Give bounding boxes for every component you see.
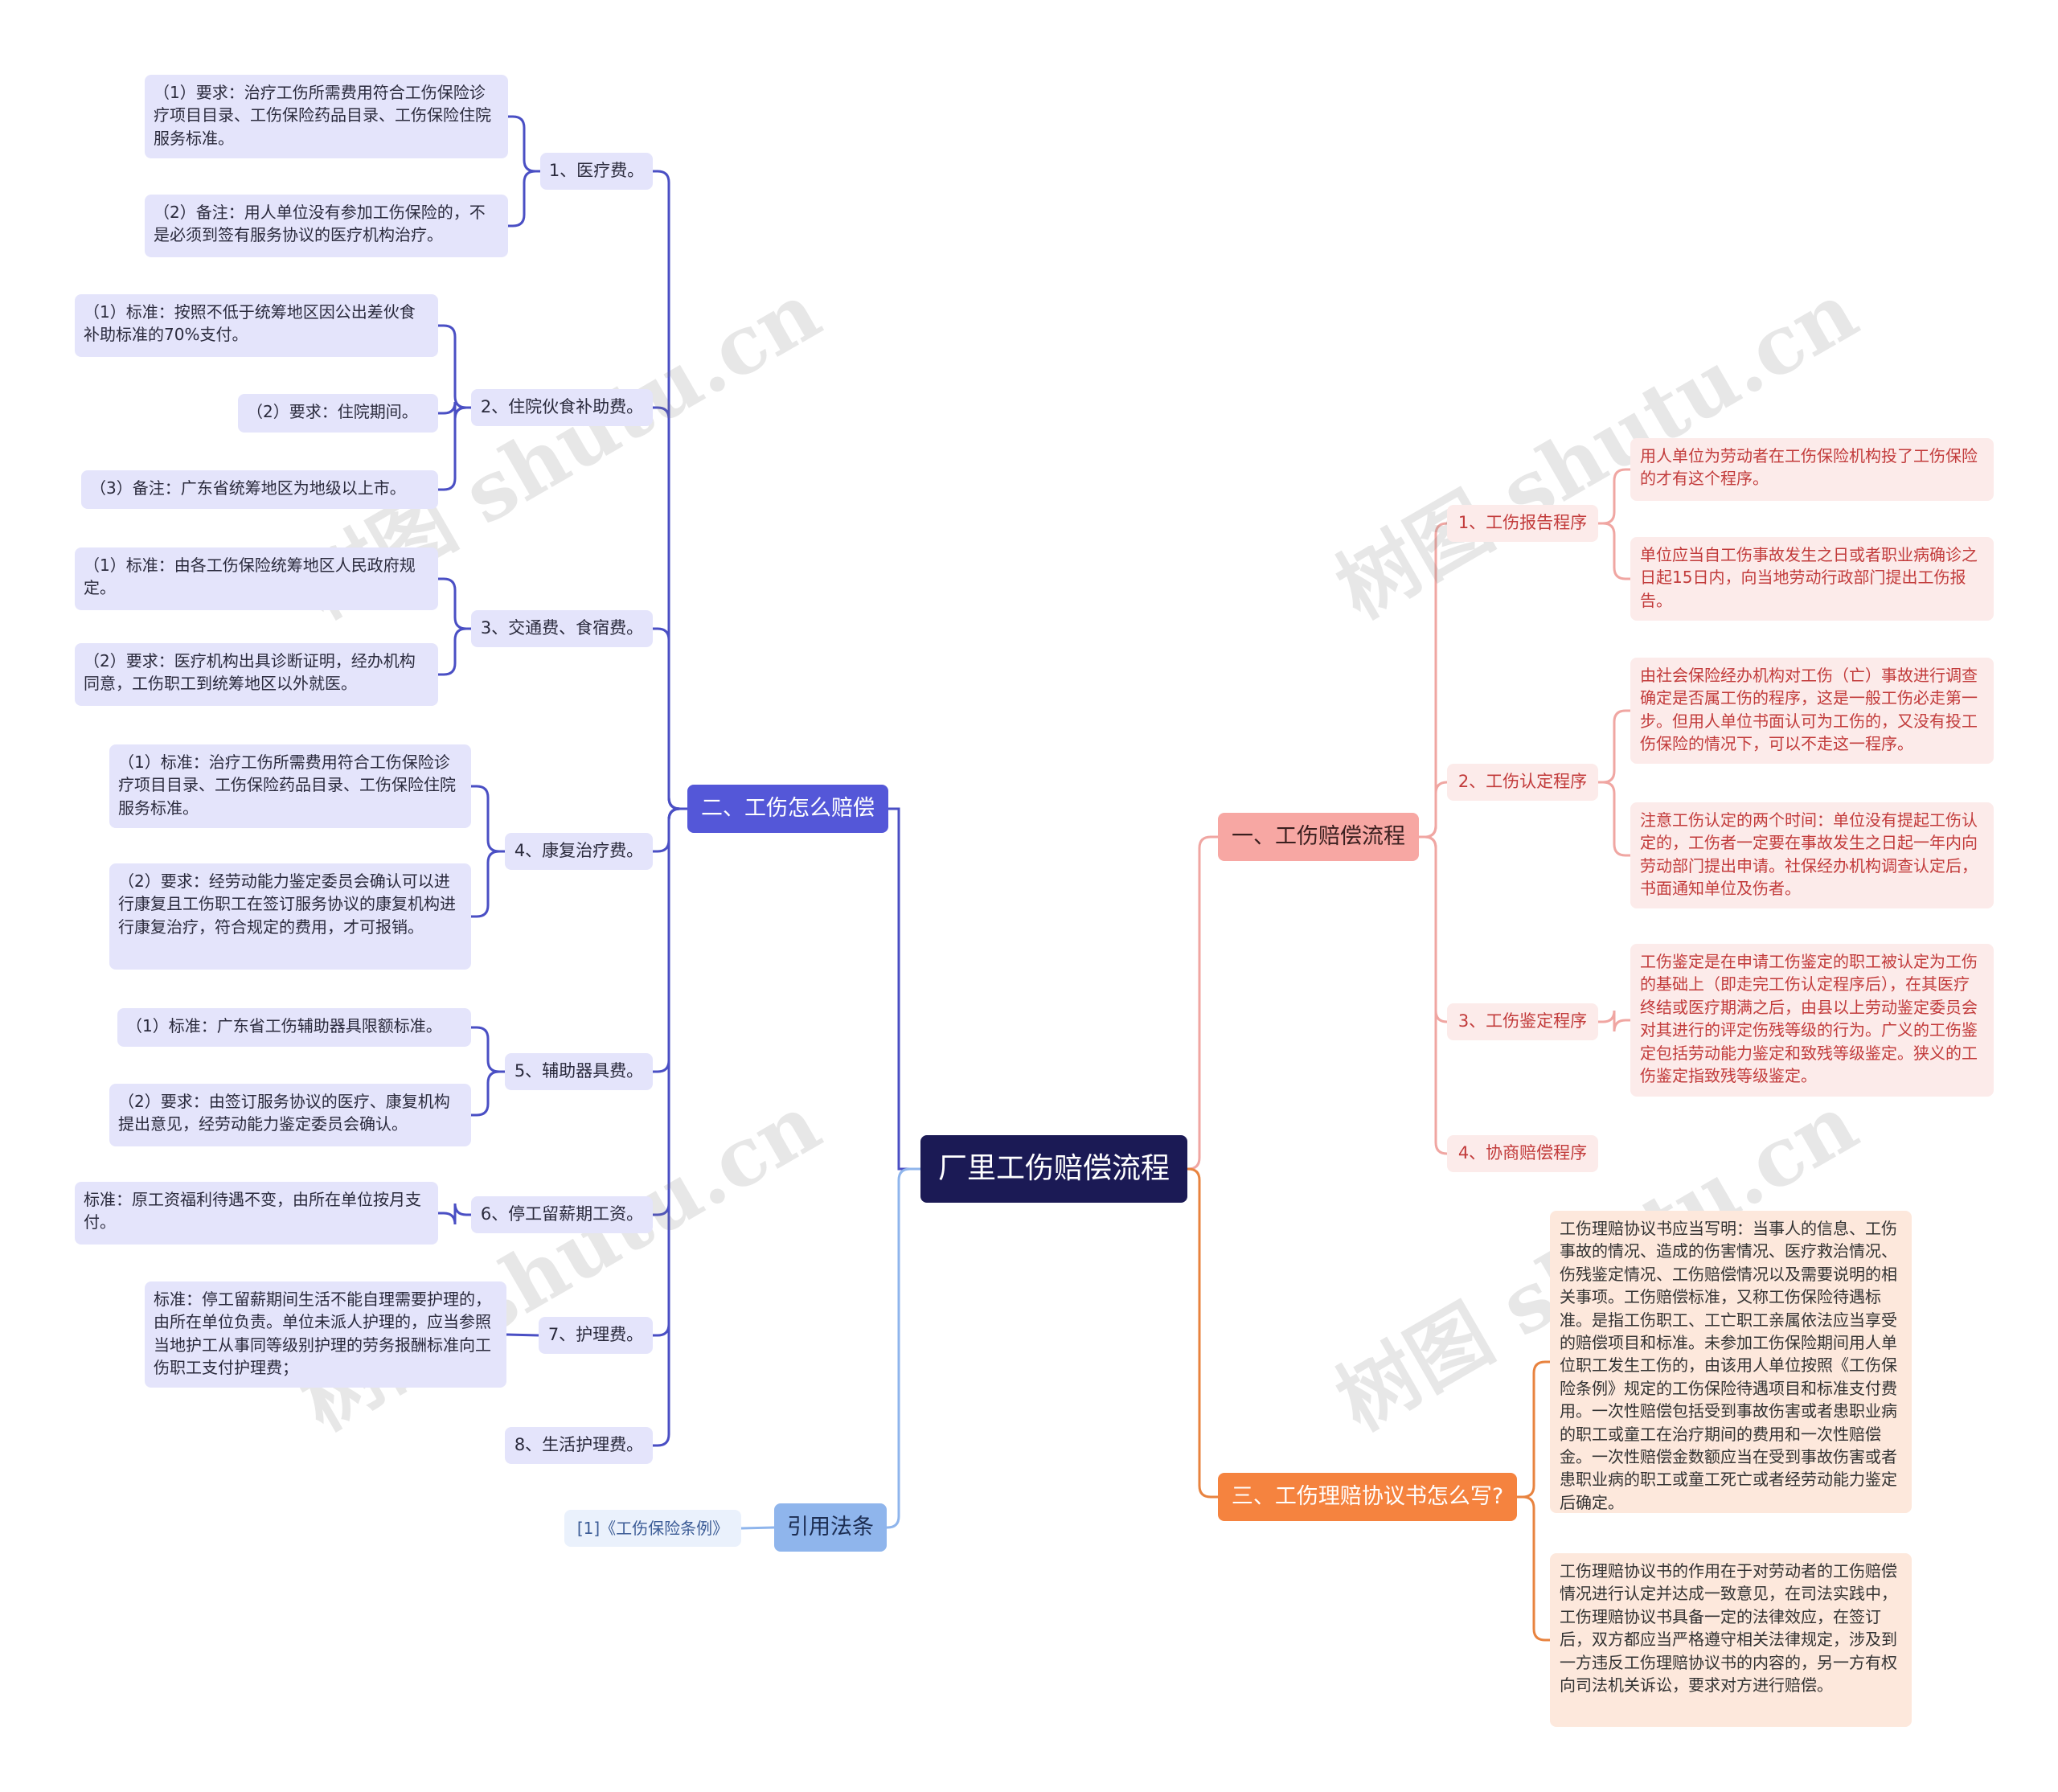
sub-identification-procedure[interactable]: 2、工伤认定程序 bbox=[1447, 764, 1598, 801]
leaf-travel-requirement: （2）要求：医疗机构出具诊断证明，经办机构同意，工伤职工到统筹地区以外就医。 bbox=[75, 643, 438, 706]
branch-cited-law[interactable]: 引用法条 bbox=[774, 1503, 887, 1552]
sub-travel-lodging-fee[interactable]: 3、交通费、食宿费。 bbox=[471, 610, 653, 647]
leaf-identification-deadline: 注意工伤认定的两个时间：单位没有提起工伤认定的，工伤者一定要在事故发生之日起一年… bbox=[1630, 802, 1994, 908]
connector-line bbox=[1419, 835, 1448, 1155]
connector-line bbox=[1598, 781, 1630, 857]
connector-line bbox=[1419, 522, 1448, 839]
leaf-wage-standard: 标准：原工资福利待遇不变，由所在单位按月支付。 bbox=[75, 1182, 438, 1245]
leaf-device-standard: （1）标准：广东省工伤辅助器具限额标准。 bbox=[117, 1008, 471, 1047]
connector-line bbox=[471, 1026, 505, 1073]
connector-line bbox=[887, 1167, 920, 1529]
branch-process[interactable]: 一、工伤赔偿流程 bbox=[1218, 813, 1419, 861]
sub-medical-fee[interactable]: 1、医疗费。 bbox=[540, 153, 653, 190]
connector-line bbox=[471, 785, 505, 853]
connector-line bbox=[653, 627, 687, 810]
leaf-medical-requirement: （1）要求：治疗工伤所需费用符合工伤保险诊疗项目目录、工伤保险药品目录、工伤保险… bbox=[145, 75, 508, 158]
sub-hospital-meal-fee[interactable]: 2、住院伙食补助费。 bbox=[471, 389, 653, 426]
leaf-rehab-requirement: （2）要求：经劳动能力鉴定委员会确认可以进行康复且工伤职工在签订服务协议的康复机… bbox=[109, 863, 471, 970]
leaf-travel-standard: （1）标准：由各工伤保险统筹地区人民政府规定。 bbox=[75, 547, 438, 610]
sub-negotiation-procedure[interactable]: 4、协商赔偿程序 bbox=[1447, 1135, 1598, 1172]
sub-report-procedure[interactable]: 1、工伤报告程序 bbox=[1447, 505, 1598, 542]
leaf-rehab-standard: （1）标准：治疗工伤所需费用符合工伤保险诊疗项目目录、工伤保险药品目录、工伤保险… bbox=[109, 744, 471, 828]
leaf-device-requirement: （2）要求：由签订服务协议的医疗、康复机构提出意见，经劳动能力鉴定委员会确认。 bbox=[109, 1084, 471, 1146]
connector-line bbox=[438, 1203, 471, 1225]
connector-line bbox=[888, 807, 920, 1171]
leaf-medical-note: （2）备注：用人单位没有参加工伤保险的，不是必须到签有服务协议的医疗机构治疗。 bbox=[145, 195, 508, 257]
connector-line bbox=[1598, 1010, 1630, 1032]
leaf-meal-standard: （1）标准：按照不低于统筹地区因公出差伙食补助标准的70%支付。 bbox=[75, 294, 438, 357]
leaf-agreement-content: 工伤理赔协议书应当写明：当事人的信息、工伤事故的情况、造成的伤害情况、医疗救治情… bbox=[1550, 1211, 1912, 1513]
connector-line bbox=[1598, 522, 1630, 580]
leaf-report-deadline: 单位应当自工伤事故发生之日或者职业病确诊之日起15日内，向当地劳动行政部门提出工… bbox=[1630, 537, 1994, 621]
sub-suspension-wage[interactable]: 6、停工留薪期工资。 bbox=[471, 1196, 653, 1233]
connector-line bbox=[471, 850, 505, 918]
connector-line bbox=[508, 170, 540, 228]
connector-line bbox=[1419, 835, 1448, 1023]
leaf-report-condition: 用人单位为劳动者在工伤保险机构投了工伤保险的才有这个程序。 bbox=[1630, 438, 1994, 501]
branch-compensation[interactable]: 二、工伤怎么赔偿 bbox=[687, 785, 888, 833]
sub-nursing-fee[interactable]: 7、护理费。 bbox=[539, 1317, 653, 1354]
sub-assistive-device-fee[interactable]: 5、辅助器具费。 bbox=[505, 1053, 653, 1090]
leaf-nursing-standard: 标准：停工留薪期间生活不能自理需要护理的，由所在单位负责。单位未派人护理的，应当… bbox=[145, 1281, 506, 1388]
connector-line bbox=[1517, 1495, 1550, 1642]
sub-appraisal-procedure[interactable]: 3、工伤鉴定程序 bbox=[1447, 1003, 1598, 1040]
branch-agreement[interactable]: 三、工伤理赔协议书怎么写? bbox=[1218, 1473, 1517, 1521]
leaf-identification-definition: 由社会保险经办机构对工伤（亡）事故进行调查确定是否属工伤的程序，这是一般工伤必走… bbox=[1630, 658, 1994, 764]
connector-line bbox=[508, 115, 540, 173]
sub-life-nursing-fee[interactable]: 8、生活护理费。 bbox=[505, 1427, 653, 1464]
connector-line bbox=[438, 627, 471, 676]
connector-line bbox=[653, 807, 687, 1447]
leaf-appraisal-definition: 工伤鉴定是在申请工伤鉴定的职工被认定为工伤的基础上（即走完工伤认定程序后），在其… bbox=[1630, 944, 1994, 1097]
connector-line bbox=[438, 577, 471, 630]
connector-line bbox=[471, 1070, 505, 1117]
connector-line bbox=[1598, 468, 1630, 525]
connector-line bbox=[438, 406, 471, 491]
connector-line bbox=[1187, 835, 1218, 1171]
sub-rehab-fee[interactable]: 4、康复治疗费。 bbox=[505, 833, 653, 870]
root-node[interactable]: 厂里工伤赔偿流程 bbox=[920, 1135, 1187, 1203]
connector-line bbox=[1187, 1167, 1218, 1499]
leaf-meal-requirement: （2）要求：住院期间。 bbox=[238, 394, 438, 433]
connector-line bbox=[438, 324, 471, 409]
leaf-meal-note: （3）备注：广东省统筹地区为地级以上市。 bbox=[81, 470, 438, 509]
leaf-law-reference[interactable]: [1]《工伤保险条例》 bbox=[564, 1510, 741, 1547]
leaf-agreement-effect: 工伤理赔协议书的作用在于对劳动者的工伤赔偿情况进行认定并达成一致意见，在司法实践… bbox=[1550, 1553, 1912, 1727]
connector-line bbox=[1517, 1360, 1550, 1499]
connector-line bbox=[1419, 781, 1448, 839]
connector-line bbox=[1598, 709, 1630, 784]
